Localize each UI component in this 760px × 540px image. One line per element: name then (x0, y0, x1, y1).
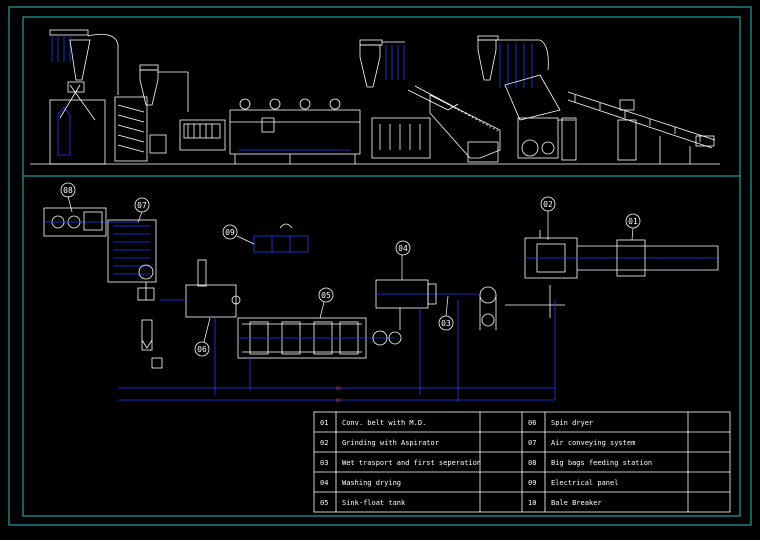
legend-no: 05 (320, 499, 328, 507)
elevation-view (30, 29, 720, 165)
callout-02: 02 (540, 196, 556, 240)
legend-no: 08 (528, 459, 536, 467)
callout-04: 04 (395, 240, 411, 280)
bubble-label: 03 (441, 319, 451, 328)
callout-08: 08 (60, 182, 76, 213)
legend-name: Big bags feeding station (551, 459, 652, 467)
callout-09: 09 (222, 224, 255, 245)
cable-runs (118, 300, 556, 401)
big-bag-plan (43, 207, 140, 237)
bubble-label: 08 (63, 186, 73, 195)
plan-view (43, 207, 719, 402)
callout-05: 05 (318, 287, 334, 319)
grinder-conveyor-plan (524, 230, 719, 279)
legend-no: 01 (320, 419, 328, 427)
outer-frame (8, 6, 752, 526)
callout-01: 01 (625, 213, 641, 241)
inner-frame (22, 16, 741, 517)
callout-06: 06 (194, 317, 211, 357)
legend-name: Conv. belt with M.D. (342, 419, 426, 427)
legend-name: Grinding with Aspirator (342, 439, 439, 447)
legend-name: Spin dryer (551, 419, 593, 427)
callout-03: 03 (438, 295, 454, 331)
legend-name: Bale Breaker (551, 499, 602, 507)
legend-no: 03 (320, 459, 328, 467)
legend-name: Wet trasport and first seperation (342, 459, 481, 467)
big-bag-station-elevation (49, 29, 119, 165)
spin-dryer-plan (160, 259, 241, 318)
legend-no: 07 (528, 439, 536, 447)
bubble-label: 05 (321, 291, 331, 300)
legend-no: 06 (528, 419, 536, 427)
legend-no: 04 (320, 479, 328, 487)
spin-dryer-elevation (114, 64, 189, 162)
bubble-label: 06 (197, 345, 207, 354)
legend-left: 01 Conv. belt with M.D. 02 Grinding with… (320, 419, 481, 507)
legend-name: Electrical panel (551, 479, 618, 487)
bubble-label: 07 (137, 201, 147, 210)
callout-07: 07 (134, 197, 150, 223)
washing-drying-elevation (359, 39, 461, 159)
wet-transport-plan (457, 285, 565, 402)
washing-drying-plan (375, 279, 478, 395)
sink-float-elevation (429, 35, 549, 163)
legend-table (313, 411, 731, 513)
electrical-panel-plan (253, 223, 309, 253)
sink-float-plan (214, 317, 402, 395)
legend-right: 06 Spin dryer 07 Air conveying system 08… (528, 419, 652, 507)
pipe-mark: 08 (336, 398, 341, 403)
legend-no: 02 (320, 439, 328, 447)
legend-name: Sink-float tank (342, 499, 406, 507)
bubble-label: 09 (225, 228, 235, 237)
washing-line-elevation (179, 98, 361, 164)
legend-name: Washing drying (342, 479, 401, 487)
legend-name: Air conveying system (551, 439, 635, 447)
air-conveying-plan (107, 219, 163, 369)
bubble-label: 02 (543, 200, 553, 209)
legend-no: 09 (528, 479, 536, 487)
pipe-mark: 08 (336, 386, 341, 391)
bubble-label: 04 (398, 244, 408, 253)
bubble-label: 01 (628, 217, 638, 226)
conveyor-elevation (567, 91, 716, 164)
grinder-elevation (504, 74, 577, 161)
legend-no: 10 (528, 499, 536, 507)
